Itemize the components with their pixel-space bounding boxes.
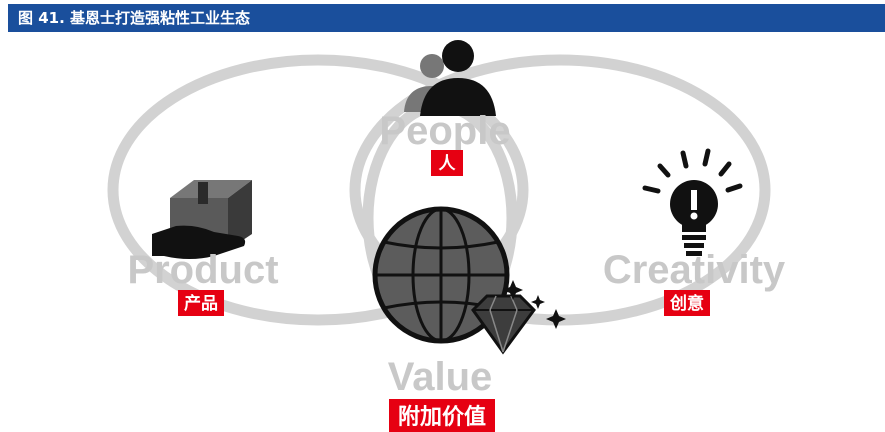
creativity-label: Creativity: [603, 248, 786, 292]
people-tag-text: 人: [439, 154, 457, 174]
lightbulb-icon: [642, 148, 743, 256]
value-tag: [389, 399, 495, 432]
product-tag-text: 产品: [184, 293, 218, 314]
creativity-tag: [664, 290, 710, 316]
value-label: Value: [388, 355, 493, 399]
value-tag-text: 附加价值: [398, 404, 486, 430]
ring-left: [107, 54, 529, 326]
product-box-hand-icon: [152, 180, 252, 259]
globe-diamond-icon: [372, 206, 566, 355]
creativity-tag-text: 创意: [669, 293, 704, 314]
people-label: People: [379, 109, 510, 153]
product-tag: [178, 290, 224, 316]
people-tag: [431, 150, 463, 176]
figure-title: 图 41. 基恩士打造强粘性工业生态: [8, 4, 885, 32]
product-label: Product: [127, 248, 278, 292]
people-icon: [404, 40, 496, 116]
